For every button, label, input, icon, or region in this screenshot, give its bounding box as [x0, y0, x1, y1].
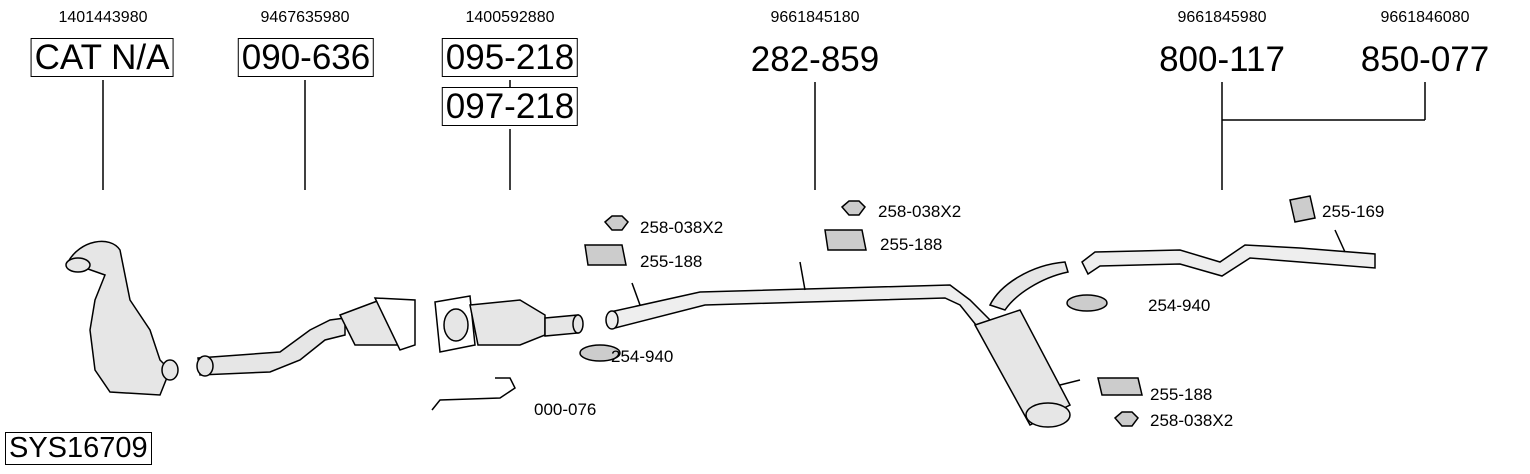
accessory-label[interactable]: 255-188 [640, 252, 703, 271]
clamp-icon [579, 344, 621, 362]
part-number-box[interactable]: CAT N/A [30, 38, 174, 77]
oe-number: 9467635980 [260, 9, 350, 26]
part-number[interactable]: 800-117 [1159, 40, 1285, 79]
nut-icon [1113, 411, 1139, 427]
rear-muffler-drawing [973, 261, 1081, 428]
accessory-label[interactable]: 258-038X2 [878, 202, 962, 221]
tail-pipe-drawing [1081, 229, 1376, 277]
accessory-label[interactable]: 254-940 [611, 347, 674, 366]
oe-number: 1401443980 [58, 9, 148, 26]
oe-number: 9661845180 [770, 9, 860, 26]
accessory-label[interactable]: 258-038X2 [1150, 411, 1234, 430]
nut-icon [840, 200, 866, 216]
rubber-mount-icon [1097, 377, 1143, 396]
accessory-label[interactable]: 000-076 [534, 400, 597, 419]
part-number-box[interactable]: 097-218 [441, 87, 579, 126]
part-number-box[interactable]: 095-218 [441, 38, 579, 77]
part-number[interactable]: 282-859 [750, 40, 880, 79]
leader-lines [102, 80, 1426, 190]
clamp-icon [1066, 294, 1108, 312]
catalytic-converter-drawing [434, 295, 584, 353]
accessory-label[interactable]: 255-169 [1322, 202, 1385, 221]
accessory-label[interactable]: 258-038X2 [640, 218, 724, 237]
system-id: SYS16709 [5, 432, 152, 465]
part-number[interactable]: 850-077 [1360, 40, 1490, 79]
oe-number: 9661845980 [1177, 9, 1267, 26]
part-number-box[interactable]: 090-636 [237, 38, 375, 77]
oe-number: 9661846080 [1380, 9, 1470, 26]
flex-pipe-drawing [196, 297, 416, 377]
rubber-mount-icon [824, 229, 867, 251]
center-pipe-drawing [605, 261, 992, 332]
accessory-label[interactable]: 255-188 [1150, 385, 1213, 404]
nut-icon [603, 215, 629, 231]
hardware-icons [579, 195, 1316, 427]
rubber-mount-icon [584, 244, 627, 266]
rubber-mount-icon [1289, 195, 1316, 223]
oe-number: 1400592880 [465, 9, 555, 26]
accessory-label[interactable]: 254-940 [1148, 296, 1211, 315]
catalyst-manifold-drawing [65, 240, 179, 396]
sensor-drawing [431, 377, 516, 411]
accessory-label[interactable]: 255-188 [880, 235, 943, 254]
